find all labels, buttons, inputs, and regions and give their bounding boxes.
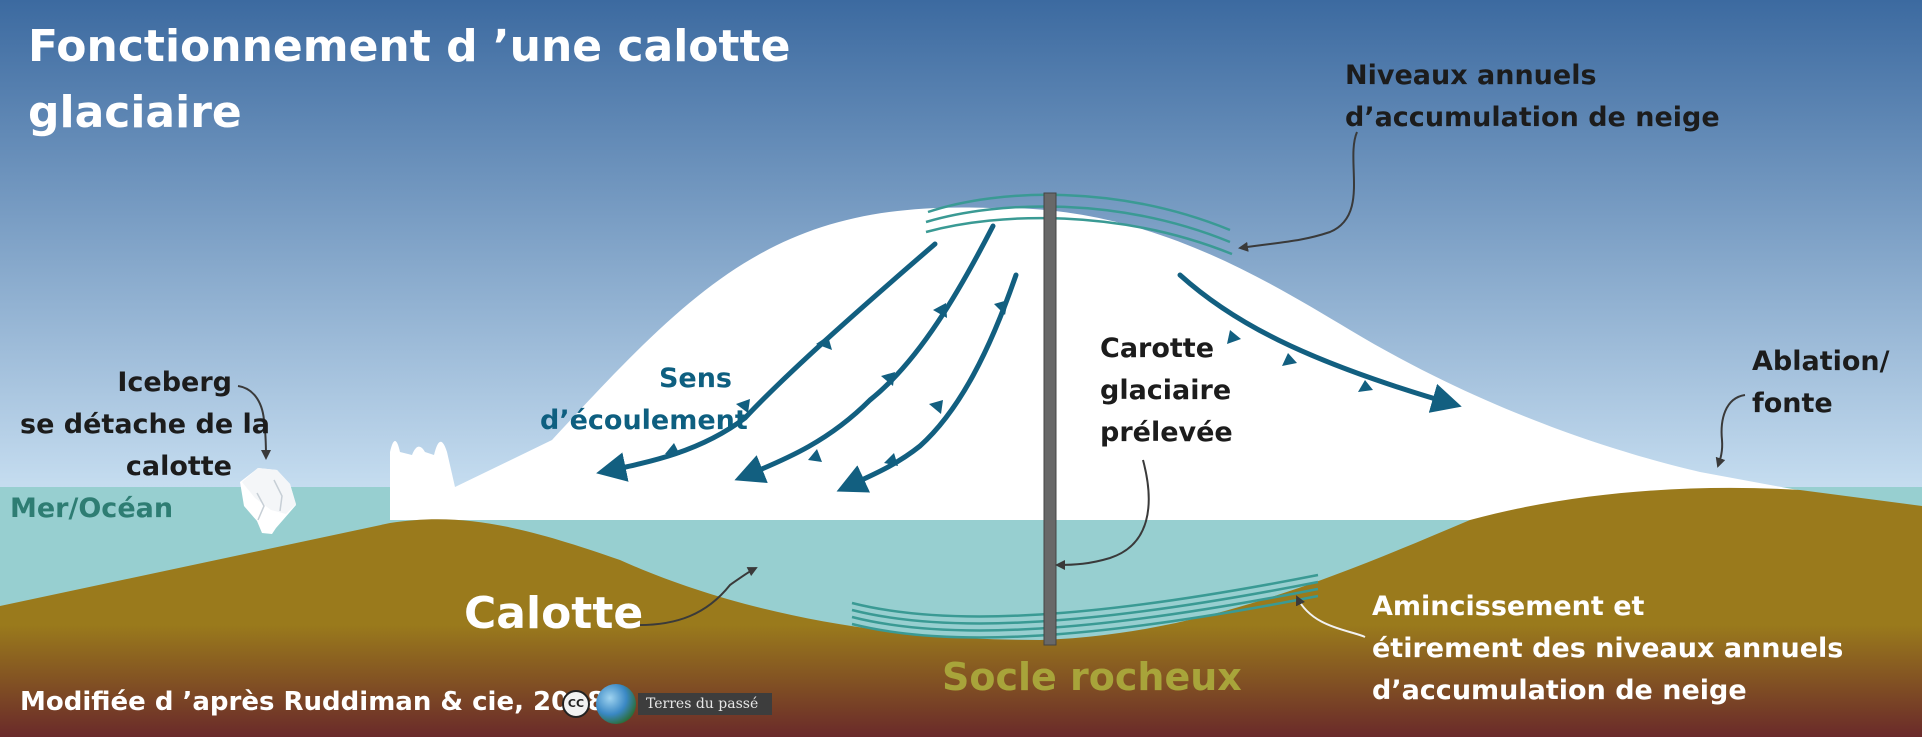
sea-label: Mer/Océan	[10, 493, 174, 524]
label-line: d’accumulation de neige	[1372, 675, 1747, 706]
label-line: fonte	[1752, 388, 1833, 419]
iceberg-label: Iceberg se détache de la calotte	[20, 362, 271, 488]
ablation-label: Ablation/ fonte	[1752, 341, 1890, 425]
label-line: d’accumulation de neige	[1345, 102, 1720, 133]
leader-lines	[237, 131, 1746, 638]
label-line: prélevée	[1100, 417, 1233, 448]
ice-cap-label: Calotte	[464, 588, 644, 639]
bedrock-label: Socle rocheux	[942, 655, 1242, 699]
globe-icon	[596, 684, 636, 724]
snow-layers-top	[925, 193, 1233, 256]
label-line: Amincissement et	[1372, 591, 1645, 622]
label-line: Ablation/	[1752, 346, 1890, 377]
ice-core-label: Carotte glaciaire prélevée	[1100, 328, 1233, 454]
annual-layers-label: Niveaux annuels d’accumulation de neige	[1345, 55, 1720, 139]
brand-logo: CC Terres du passé	[562, 684, 773, 724]
label-line: calotte	[125, 451, 232, 482]
ice-core	[1043, 192, 1057, 646]
flow-arrowheads	[665, 300, 1373, 466]
thinned-layers-bottom	[851, 573, 1319, 639]
flow-direction-label: Sens d’écoulement	[540, 358, 748, 442]
brand-name: Terres du passé	[638, 693, 773, 715]
bedrock	[0, 487, 1922, 737]
iceberg-icon	[240, 468, 296, 534]
label-line: d’écoulement	[540, 405, 748, 436]
ice-sheet	[390, 207, 1830, 520]
label-line: glaciaire	[1100, 375, 1232, 406]
title-line: glaciaire	[28, 87, 242, 138]
title-line: Fonctionnement d ’une calotte	[28, 21, 791, 72]
label-line: Sens	[658, 363, 732, 394]
label-line: Iceberg	[117, 367, 232, 398]
label-line: Carotte	[1100, 333, 1215, 364]
label-line: se détache de la	[20, 409, 271, 440]
diagram-title: Fonctionnement d ’une calotte glaciaire	[28, 14, 790, 146]
label-line: étirement des niveaux annuels	[1372, 633, 1844, 664]
flow-arrows	[596, 223, 1462, 493]
source-credit: Modifiée d ’après Ruddiman & cie, 2008	[20, 687, 606, 717]
cc-license-icon: CC	[562, 690, 590, 718]
label-line: Niveaux annuels	[1345, 60, 1597, 91]
thinning-label: Amincissement et étirement des niveaux a…	[1372, 586, 1843, 712]
